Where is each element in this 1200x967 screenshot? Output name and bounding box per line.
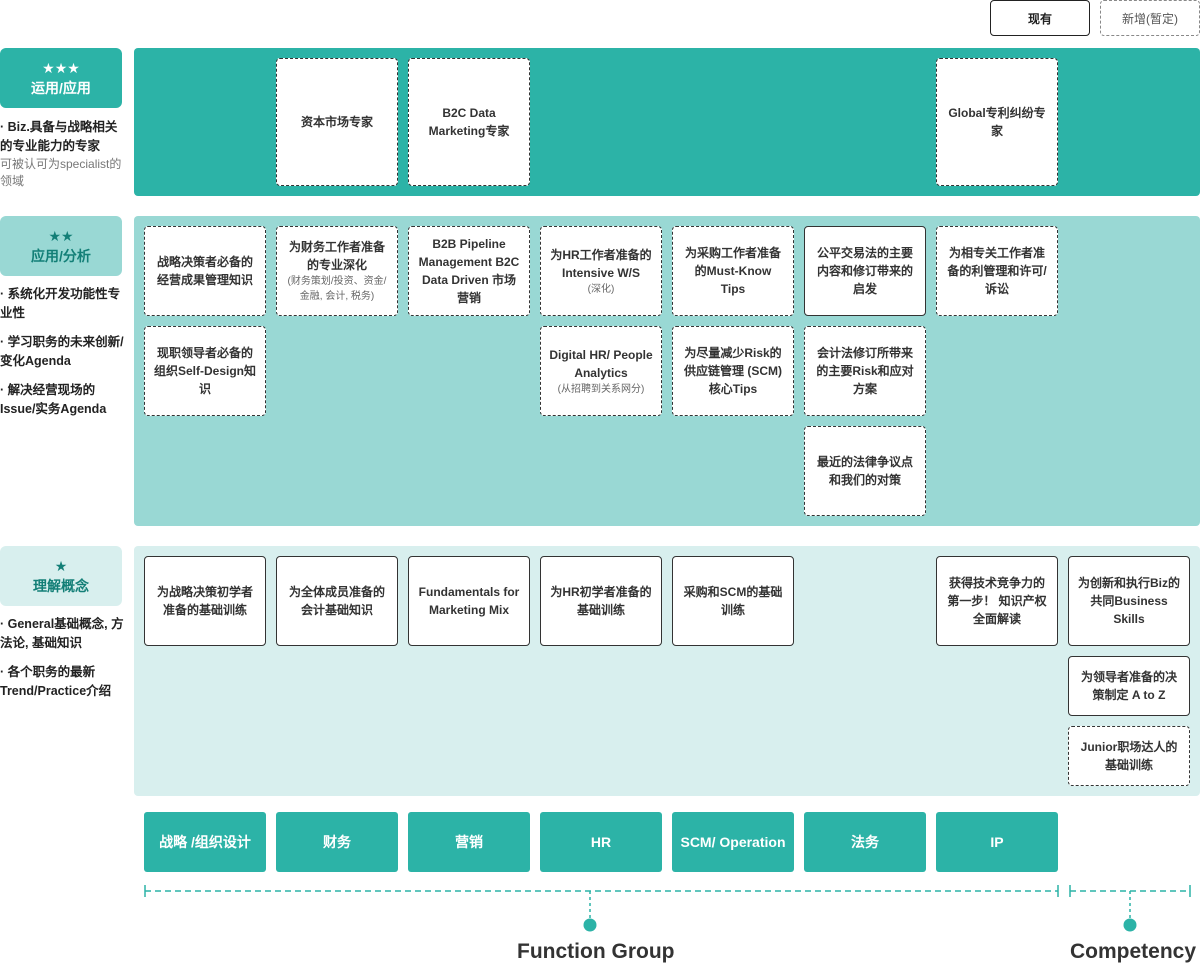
course-title: B2B Pipeline Management B2C Data Driven … — [418, 237, 520, 305]
course-title: 现职领导者必备的组织Self-Design知识 — [153, 346, 256, 396]
course-card[interactable]: 会计法修订所带来的主要Risk和应对方案 — [804, 326, 926, 416]
level-3-desc-sub: 可被认可为specialist的领域 — [0, 157, 122, 188]
level-2-desc-item: · 学习职务的未来创新/变化Agenda — [0, 335, 124, 368]
course-card[interactable]: Global专利纠纷专家 — [936, 58, 1058, 186]
course-subtitle: (深化) — [587, 283, 615, 295]
level-2-description: · 系统化开发功能性专业性 · 学习职务的未来创新/变化Agenda · 解决经… — [0, 285, 125, 429]
course-title: 会计法修订所带来的主要Risk和应对方案 — [816, 346, 914, 396]
level-1-stars: ★ — [54, 558, 68, 574]
level-3-title: 运用/应用 — [31, 80, 91, 96]
course-title: 为尽量减少Risk的供应链管理 (SCM) 核心Tips — [684, 346, 782, 396]
legend-existing: 现有 — [990, 0, 1090, 36]
course-title: 为采购工作者准备的Must-Know Tips — [684, 246, 781, 296]
group-brackets — [144, 885, 1191, 932]
course-card[interactable]: Digital HR/ People Analytics (从招聘到关系网分) — [540, 326, 662, 416]
course-title: Fundamentals for Marketing Mix — [418, 585, 520, 617]
course-title: 最近的法律争议点和我们的对策 — [816, 455, 913, 487]
level-3-stars: ★★★ — [42, 60, 80, 76]
course-card[interactable]: 采购和SCM的基础训练 — [672, 556, 794, 646]
course-title: Junior职场达人的基础训练 — [1080, 740, 1178, 772]
course-title: Digital HR/ People Analytics — [549, 347, 653, 380]
course-title: B2C Data Marketing专家 — [428, 106, 510, 138]
course-title: 战略决策者必备的经营成果管理知识 — [156, 255, 253, 287]
course-title: 为HR初学者准备的基础训练 — [550, 585, 652, 617]
course-title: 公平交易法的主要内容和修订带来的启发 — [816, 246, 913, 296]
level-1-tag: ★ 理解概念 — [0, 546, 122, 606]
course-title: 资本市场专家 — [300, 115, 373, 129]
course-card[interactable]: 战略决策者必备的经营成果管理知识 — [144, 226, 266, 316]
course-card[interactable]: 获得技术竞争力的第一步！ 知识产权全面解读 — [936, 556, 1058, 646]
function-legal[interactable]: 法务 — [804, 812, 926, 872]
course-card[interactable]: 为采购工作者准备的Must-Know Tips — [672, 226, 794, 316]
course-card[interactable]: Fundamentals for Marketing Mix — [408, 556, 530, 646]
course-card[interactable]: 现职领导者必备的组织Self-Design知识 — [144, 326, 266, 416]
course-title: 为财务工作者准备的专业深化 — [288, 240, 385, 272]
function-ip[interactable]: IP — [936, 812, 1058, 872]
course-subtitle: (财务策划/投资、资金/金融, 会计, 税务) — [287, 276, 387, 302]
function-group-label: Function Group — [517, 940, 675, 963]
course-card[interactable]: 资本市场专家 — [276, 58, 398, 186]
course-card[interactable]: 为领导者准备的决策制定 A to Z — [1068, 656, 1190, 716]
level-3-description: · Biz.具备与战略相关的专业能力的专家 可被认可为specialist的领域 — [0, 118, 125, 190]
course-title: 为创新和执行Biz的共同Business Skills — [1077, 576, 1180, 626]
course-card[interactable]: B2C Data Marketing专家 — [408, 58, 530, 186]
course-card[interactable]: 为相专关工作者准备的利管理和许可/诉讼 — [936, 226, 1058, 316]
course-card[interactable]: 为财务工作者准备的专业深化 (财务策划/投资、资金/金融, 会计, 税务) — [276, 226, 398, 316]
competency-label: Competency — [1070, 940, 1197, 963]
course-card[interactable]: Junior职场达人的基础训练 — [1068, 726, 1190, 786]
level-3-tag: ★★★ 运用/应用 — [0, 48, 122, 108]
function-marketing[interactable]: 营销 — [408, 812, 530, 872]
course-title: 为HR工作者准备的Intensive W/S — [550, 247, 652, 280]
level-3-desc-main: · Biz.具备与战略相关的专业能力的专家 — [0, 120, 118, 153]
course-card[interactable]: 最近的法律争议点和我们的对策 — [804, 426, 926, 516]
function-hr[interactable]: HR — [540, 812, 662, 872]
course-card[interactable]: 为创新和执行Biz的共同Business Skills — [1068, 556, 1190, 646]
level-2-title: 应用/分析 — [31, 248, 91, 264]
course-title: 为领导者准备的决策制定 A to Z — [1080, 670, 1177, 702]
course-card[interactable]: 为HR工作者准备的Intensive W/S (深化) — [540, 226, 662, 316]
level-2-stars: ★★ — [48, 228, 74, 244]
course-card[interactable]: 为尽量减少Risk的供应链管理 (SCM) 核心Tips — [672, 326, 794, 416]
level-2-tag: ★★ 应用/分析 — [0, 216, 122, 276]
course-card[interactable]: B2B Pipeline Management B2C Data Driven … — [408, 226, 530, 316]
level-1-description: · General基础概念, 方法论, 基础知识 · 各个职务的最新Trend/… — [0, 615, 125, 711]
function-finance[interactable]: 财务 — [276, 812, 398, 872]
level-1-title: 理解概念 — [33, 578, 89, 594]
level-1-desc-item: · 各个职务的最新Trend/Practice介绍 — [0, 665, 112, 698]
level-2-desc-item: · 系统化开发功能性专业性 — [0, 287, 121, 320]
course-subtitle: (从招聘到关系网分) — [557, 383, 645, 395]
course-title: 为战略决策初学者准备的基础训练 — [156, 585, 253, 617]
function-strategy[interactable]: 战略 /组织设计 — [144, 812, 266, 872]
course-card[interactable]: 公平交易法的主要内容和修订带来的启发 — [804, 226, 926, 316]
function-scm[interactable]: SCM/ Operation — [672, 812, 794, 872]
legend-new: 新增(暂定) — [1100, 0, 1200, 36]
course-card[interactable]: 为全体成员准备的会计基础知识 — [276, 556, 398, 646]
course-title: 获得技术竞争力的第一步！ 知识产权全面解读 — [947, 576, 1047, 626]
course-title: Global专利纠纷专家 — [948, 106, 1046, 138]
course-title: 为相专关工作者准备的利管理和许可/诉讼 — [947, 246, 1047, 296]
course-card[interactable]: 为战略决策初学者准备的基础训练 — [144, 556, 266, 646]
course-card[interactable]: 为HR初学者准备的基础训练 — [540, 556, 662, 646]
level-1-desc-item: · General基础概念, 方法论, 基础知识 — [0, 617, 124, 650]
course-title: 为全体成员准备的会计基础知识 — [288, 585, 385, 617]
level-2-desc-item: · 解决经营现场的Issue/实务Agenda — [0, 383, 107, 416]
course-title: 采购和SCM的基础训练 — [683, 585, 783, 617]
